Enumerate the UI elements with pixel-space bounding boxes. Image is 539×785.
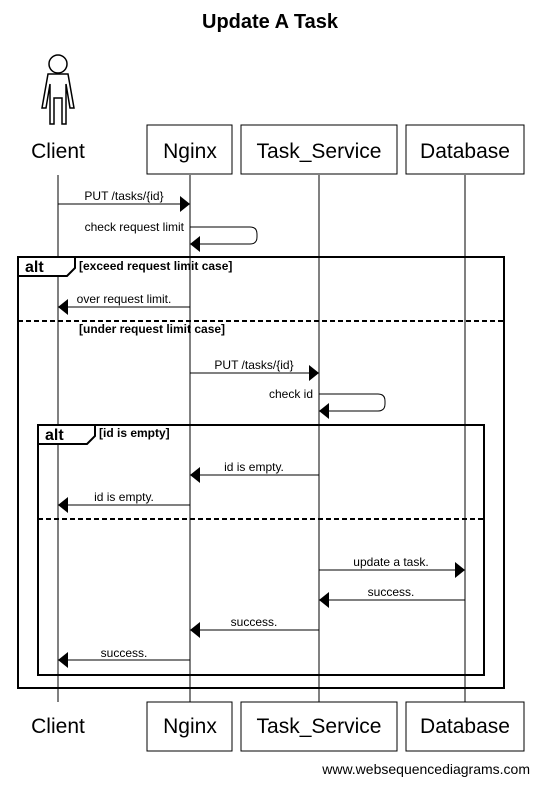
alt-condition: [id is empty]: [99, 426, 170, 440]
arrowhead-icon: [58, 652, 68, 668]
participant-database-bottom: Database: [405, 701, 525, 752]
arrowhead-icon: [319, 403, 329, 419]
participant-label-nginx: Nginx: [163, 140, 217, 163]
message-put-task-forward: PUT /tasks/{id}: [190, 358, 319, 381]
alt-keyword: alt: [45, 427, 64, 444]
message-label: check id: [269, 387, 313, 401]
actor-icon: [41, 54, 75, 125]
message-label: success.: [101, 646, 148, 660]
participant-database-top: Database: [405, 124, 525, 175]
message-label: id is empty.: [224, 460, 284, 474]
participant-label-task-service: Task_Service: [257, 140, 382, 163]
message-success-db: success.: [319, 585, 465, 608]
actor-client-top: Client: [31, 54, 85, 163]
else-condition: [under request limit case]: [79, 322, 225, 336]
message-id-empty-client: id is empty.: [58, 490, 190, 513]
message-id-empty-return: id is empty.: [190, 460, 319, 483]
message-check-request-limit: check request limit: [85, 220, 258, 252]
message-label: update a task.: [353, 555, 428, 569]
message-label: success.: [368, 585, 415, 599]
message-update-task: update a task.: [319, 555, 465, 578]
alt-frame-id-empty: alt [id is empty]: [37, 424, 485, 676]
arrowhead-icon: [309, 365, 319, 381]
actor-client-bottom: Client: [31, 715, 85, 738]
arrowhead-icon: [190, 622, 200, 638]
message-label: PUT /tasks/{id}: [84, 189, 163, 203]
participant-label-client: Client: [31, 140, 85, 163]
message-label: PUT /tasks/{id}: [214, 358, 293, 372]
alt-keyword: alt: [25, 259, 44, 276]
message-success-client: success.: [58, 646, 190, 668]
message-success-service: success.: [190, 615, 319, 638]
arrowhead-icon: [58, 299, 68, 315]
arrowhead-icon: [319, 592, 329, 608]
participant-label-nginx: Nginx: [163, 715, 217, 738]
alt-condition: [exceed request limit case]: [79, 259, 232, 273]
message-over-request-limit: over request limit.: [58, 292, 190, 315]
message-put-task: PUT /tasks/{id}: [58, 189, 190, 212]
diagram-title: Update A Task: [202, 11, 339, 33]
participant-label-task-service: Task_Service: [257, 715, 382, 738]
message-label: over request limit.: [77, 292, 172, 306]
message-check-id: check id: [269, 387, 386, 419]
participant-label-database: Database: [420, 140, 510, 163]
arrowhead-icon: [58, 497, 68, 513]
arrowhead-icon: [190, 236, 200, 252]
message-label: success.: [231, 615, 278, 629]
arrowhead-icon: [180, 196, 190, 212]
participant-task-service-bottom: Task_Service: [240, 701, 398, 752]
arrowhead-icon: [190, 467, 200, 483]
arrowhead-icon: [455, 562, 465, 578]
participant-nginx-top: Nginx: [146, 124, 233, 175]
alt-frame-request-limit: alt [exceed request limit case] [under r…: [17, 256, 505, 689]
message-label: id is empty.: [94, 490, 154, 504]
participant-task-service-top: Task_Service: [240, 124, 398, 175]
participant-label-database: Database: [420, 715, 510, 738]
participant-label-client: Client: [31, 715, 85, 738]
footer-watermark: www.websequencediagrams.com: [321, 761, 530, 777]
participant-nginx-bottom: Nginx: [146, 701, 233, 752]
message-label: check request limit: [85, 220, 185, 234]
